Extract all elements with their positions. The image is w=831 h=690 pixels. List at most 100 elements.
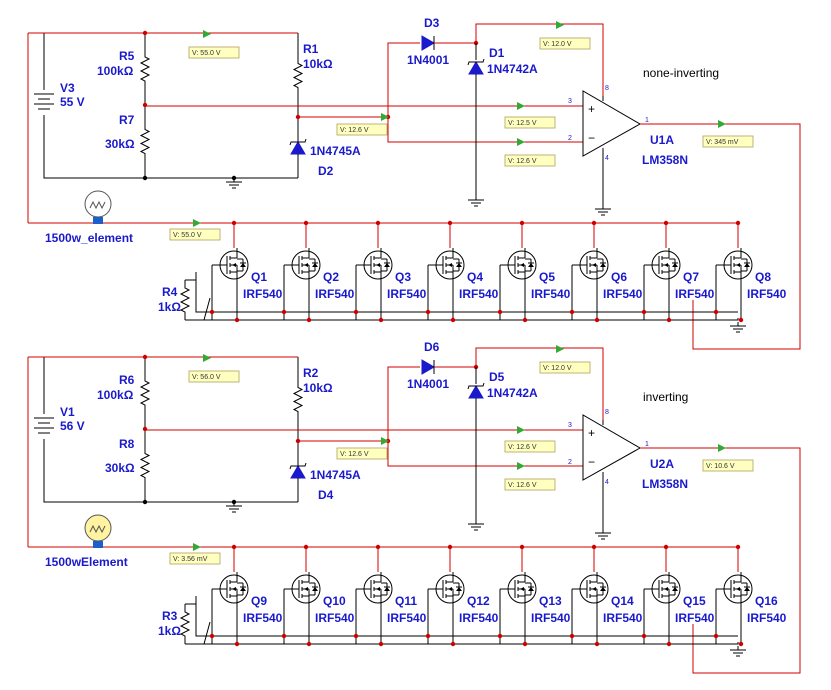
junction-dot: [663, 544, 669, 550]
opamp-part: LM358N: [642, 477, 688, 491]
junction-dot: [306, 641, 312, 647]
mosfet-arrow: [232, 263, 236, 267]
body-diode: [456, 263, 462, 267]
junction-dot: [497, 633, 503, 639]
voltage-probe: V: 12.6 V: [336, 123, 388, 136]
r-zener-symbol: [292, 56, 304, 95]
junction-dot: [353, 633, 359, 639]
zener-ref-part: 1N4745A: [310, 468, 361, 482]
probe-value: V: 345 mV: [706, 139, 739, 146]
mosfet-arrow: [448, 587, 452, 591]
zener-bar: [289, 138, 307, 146]
ground-symbol: [595, 529, 611, 540]
opamp-plus-sign: +: [588, 102, 595, 116]
opamp-plus-sign: +: [588, 426, 595, 440]
mosfet-symbol: [291, 248, 321, 282]
diode-name: D6: [424, 340, 440, 354]
junction-dot: [738, 317, 744, 323]
body-diode: [240, 263, 246, 267]
junction-dot: [234, 641, 240, 647]
source-value: 56 V: [60, 419, 85, 433]
body-diode: [456, 587, 462, 591]
mosfet-arrow: [520, 587, 524, 591]
probe-value: V: 12.6 V: [340, 451, 369, 458]
probe-value: V: 12.6 V: [508, 444, 537, 451]
mosfet-symbol: [651, 572, 681, 606]
pin-4: 4: [605, 479, 609, 486]
r-top-name: R6: [119, 373, 135, 387]
probe-arrow-icon: [718, 444, 726, 452]
r-top-value: 100kΩ: [97, 64, 134, 78]
junction-dot: [142, 102, 148, 108]
junction-dot: [735, 544, 741, 550]
junction-dot: [142, 426, 148, 432]
zener-ref-name: D4: [318, 488, 334, 502]
mosfet-symbol: [363, 248, 393, 282]
mosfet-part: IRF540: [387, 611, 427, 625]
mosfet-arrow: [592, 587, 596, 591]
voltage-probe: V: 10.6 V: [702, 459, 754, 472]
probe-arrow-icon: [556, 345, 564, 353]
body-diode: [528, 587, 534, 591]
r-top-symbol: [139, 357, 151, 429]
junction-dot: [663, 220, 669, 226]
probe-value: V: 12.6 V: [340, 127, 369, 134]
battery-symbol: [33, 414, 55, 439]
mode-label: inverting: [643, 390, 688, 404]
zener-triangle: [468, 61, 484, 75]
pin-1: 1: [645, 117, 649, 124]
r-zener-value: 10kΩ: [303, 57, 333, 71]
r-gate-name: R4: [162, 285, 178, 299]
mosfet-part: IRF540: [243, 287, 283, 301]
junction-dot: [375, 544, 381, 550]
zener-symbol: [467, 382, 485, 399]
probe-value: V: 55.0 V: [173, 232, 202, 239]
diode-triangle: [421, 35, 435, 51]
pin-2: 2: [568, 135, 572, 142]
probe-arrow-icon: [193, 219, 201, 227]
body-diode: [672, 263, 678, 267]
zener-triangle: [290, 141, 306, 155]
junction-dot: [303, 544, 309, 550]
pin-2: 2: [568, 459, 572, 466]
mosfet-symbol: [723, 248, 753, 282]
ground-symbol: [730, 322, 746, 333]
probe-box: [504, 440, 556, 453]
r-bot-name: R7: [119, 113, 135, 127]
mosfet-name: Q13: [539, 594, 562, 608]
r-bot-symbol: [139, 105, 151, 178]
mosfet-name: Q1: [251, 270, 267, 284]
mosfet-part: IRF540: [603, 287, 643, 301]
probe-arrow-icon: [381, 113, 389, 121]
voltage-probe: V: 55.0 V: [188, 46, 240, 59]
r-top-value: 100kΩ: [97, 388, 134, 402]
junction-dot: [735, 220, 741, 226]
lamp-name: 1500w_element: [45, 231, 133, 245]
body-diode: [384, 263, 390, 267]
diode-symbol: [421, 359, 435, 375]
body-diode: [744, 263, 750, 267]
zener-bar: [467, 58, 485, 66]
opamp-minus-sign: −: [588, 455, 595, 469]
zener-vcc-name: D5: [489, 370, 505, 384]
junction-dot: [641, 633, 647, 639]
probe-value: V: 56.0 V: [192, 374, 221, 381]
r-gate-value: 1kΩ: [158, 300, 181, 314]
mosfet-part: IRF540: [603, 611, 643, 625]
body-diode: [528, 263, 534, 267]
probe-value: V: 12.6 V: [508, 158, 537, 165]
r-bot-value: 30kΩ: [105, 137, 135, 151]
junction-dot: [142, 499, 148, 505]
mosfet-name: Q15: [683, 594, 706, 608]
junction-dot: [594, 317, 600, 323]
r-top-name: R5: [119, 49, 135, 63]
zener-ref-part: 1N4745A: [310, 144, 361, 158]
mosfet-part: IRF540: [747, 287, 787, 301]
r-zener-value: 10kΩ: [303, 381, 333, 395]
source-value: 55 V: [60, 95, 85, 109]
